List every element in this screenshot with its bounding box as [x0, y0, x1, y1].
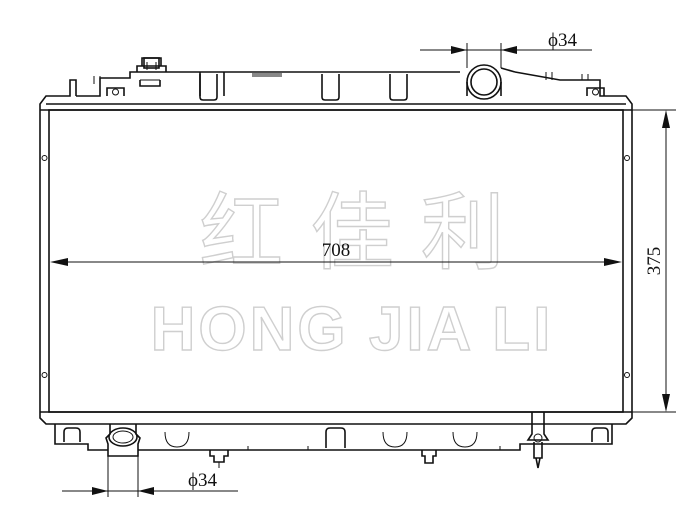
height-dimension: 375	[627, 109, 676, 413]
bottom-tank	[39, 411, 633, 469]
top-pipe-label: ϕ34	[548, 30, 578, 51]
height-label: 375	[644, 247, 665, 276]
bottom-pipe-label: ϕ34	[188, 470, 218, 491]
top-pipe-dimension: ϕ34	[420, 30, 592, 54]
radiator-cap	[136, 57, 167, 87]
watermark-chinese: 红 佳 利	[199, 184, 504, 282]
bottom-pipe-dimension: ϕ34	[62, 470, 238, 495]
top-tank	[39, 71, 633, 111]
bottom-outlet-pipe	[105, 424, 141, 497]
watermark: 红 佳 利 HONG JIA LI	[150, 183, 554, 364]
width-label: 708	[322, 240, 351, 261]
top-inlet-pipe	[466, 43, 516, 100]
watermark-pinyin: HONG JIA LI	[151, 295, 554, 364]
width-dimension: 708	[50, 240, 622, 266]
